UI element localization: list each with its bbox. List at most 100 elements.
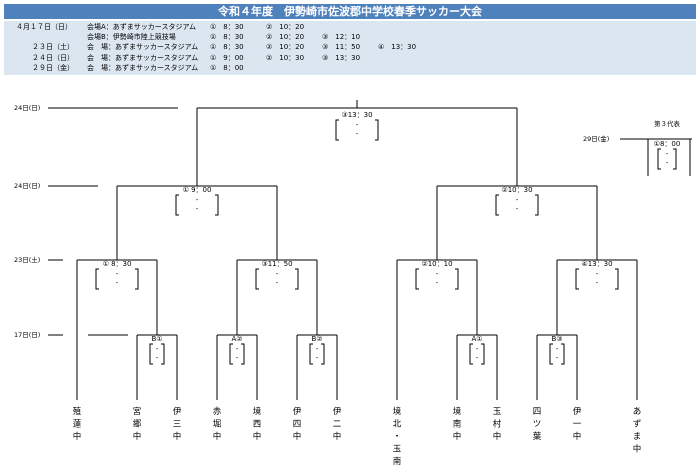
team-name-char: 伊 (293, 406, 302, 417)
schedule-slot: ② 10：20 (266, 23, 305, 31)
score-placeholder: - (196, 205, 199, 213)
team-name-char: あ (633, 407, 642, 417)
team-name-char: 蓮 (73, 419, 82, 430)
schedule-slot: ② 10：20 (266, 43, 305, 52)
team-name-char: 宮 (133, 406, 142, 417)
score-placeholder: - (196, 196, 199, 204)
round-date: 29日(金) (583, 134, 609, 143)
score-placeholder: - (436, 270, 439, 278)
match-slot-label: ②10：30 (501, 186, 532, 194)
score-placeholder: - (356, 130, 359, 138)
team-name-char: 一 (573, 420, 582, 430)
team-name-char: 中 (573, 431, 582, 442)
score-placeholder: - (596, 270, 599, 278)
team-name-char: 四 (293, 420, 302, 430)
schedule-venue: 会場A：あずまサッカースタジアム (87, 23, 196, 31)
schedule-slot: ③ 11：50 (322, 43, 361, 52)
schedule-slot: ④ 13：30 (378, 43, 417, 52)
team-name-char: 南 (393, 456, 402, 467)
team-name-char: 郷 (133, 420, 142, 430)
page-title: 令和４年度 伊勢崎市佐波郡中学校春季サッカー大会 (4, 4, 696, 19)
schedule-date: ４月１７日（日） (16, 23, 72, 31)
match-slot-label: ④13：30 (581, 260, 612, 268)
schedule-slot: ① 9：00 (210, 53, 244, 62)
team-name-char: 中 (213, 431, 222, 442)
schedule-slot: ① 8：00 (210, 63, 244, 72)
score-placeholder: - (436, 279, 439, 287)
schedule-slot: ② 10：20 (266, 33, 305, 42)
team-name-char: 堀 (213, 420, 222, 430)
schedule-venue: 会場B：伊勢崎市陸上競技場 (87, 33, 176, 42)
team-name-char: 三 (173, 420, 182, 430)
schedule-table: ４月１７日（日） 会場A：あずまサッカースタジアム ① 8：30 ② 10：20 会場B… (4, 21, 696, 75)
round-date: 24日(日) (14, 104, 40, 112)
schedule-slot: ③ 12：10 (322, 33, 361, 42)
schedule-date: ２９日（金） (32, 63, 74, 72)
team-name-char: 二 (333, 420, 342, 430)
team-name-char: ツ (533, 420, 542, 430)
score-placeholder: - (276, 279, 279, 287)
score-placeholder: - (236, 354, 239, 362)
score-bracket (657, 148, 677, 170)
score-placeholder: - (316, 345, 319, 353)
score-bracket (255, 268, 299, 290)
round-date: 24日(日) (14, 182, 40, 190)
team-name-char: 殖 (73, 406, 82, 417)
match-slot-label: ①8：00 (654, 140, 681, 148)
team-name-char: 南 (453, 419, 462, 430)
score-placeholder: - (596, 279, 599, 287)
team-name-char: 伊 (333, 406, 342, 417)
score-bracket (575, 268, 619, 290)
match-slot-label: B③ (551, 335, 562, 343)
team-name-char: ま (633, 432, 642, 442)
schedule-slot: ① 8：30 (210, 23, 244, 31)
schedule-slot: ① 8：30 (210, 33, 244, 42)
team-name-char: 村 (493, 419, 502, 430)
score-placeholder: - (516, 196, 519, 204)
team-name-char: 境 (393, 406, 402, 417)
score-placeholder: - (116, 270, 119, 278)
schedule-venue: 会 場：あずまサッカースタジアム (87, 63, 199, 72)
schedule-date: ２４日（日） (32, 53, 74, 62)
match-slot-label: ③13：30 (341, 111, 372, 119)
third-place-title: 第３代表 (654, 119, 681, 128)
score-bracket (95, 268, 139, 290)
team-name-char: 玉 (393, 445, 402, 455)
match-slot-label: ① 8：30 (103, 260, 132, 268)
team-name-char: ・ (393, 432, 402, 442)
team-name-char: ず (633, 419, 642, 430)
score-placeholder: - (476, 345, 479, 353)
team-name-char: 中 (73, 431, 82, 442)
team-name-char: 赤 (213, 407, 222, 417)
match-slot-label: ③11：50 (261, 260, 292, 268)
match-slot-label: B① (151, 335, 162, 343)
score-placeholder: - (276, 270, 279, 278)
score-placeholder: - (666, 159, 669, 167)
team-name-char: 北 (393, 420, 402, 430)
schedule-slot: ③ 13：30 (322, 53, 361, 62)
team-name-char: 境 (453, 406, 462, 417)
schedule-slot: ① 8：30 (210, 43, 244, 52)
match-slot-label: ① 9：00 (183, 186, 212, 194)
score-placeholder: - (556, 354, 559, 362)
schedule-venue: 会 場：あずまサッカースタジアム (87, 53, 199, 62)
score-bracket (469, 343, 485, 365)
team-name-char: 中 (453, 431, 462, 442)
schedule-venue: 会 場：あずまサッカースタジアム (87, 43, 199, 52)
team-name-char: 中 (493, 431, 502, 442)
team-name-char: 中 (133, 431, 142, 442)
team-name-char: 中 (253, 431, 262, 442)
score-bracket (335, 119, 379, 141)
team-name-char: 四 (533, 407, 542, 417)
score-placeholder: - (236, 345, 239, 353)
team-name-char: 伊 (173, 406, 182, 417)
team-name-char: 中 (173, 431, 182, 442)
score-bracket (309, 343, 325, 365)
team-name-char: 西 (253, 420, 262, 430)
team-name-char: 中 (333, 431, 342, 442)
round-date: 23日(土) (14, 255, 40, 264)
score-placeholder: - (666, 150, 669, 158)
score-placeholder: - (156, 354, 159, 362)
score-bracket (549, 343, 565, 365)
